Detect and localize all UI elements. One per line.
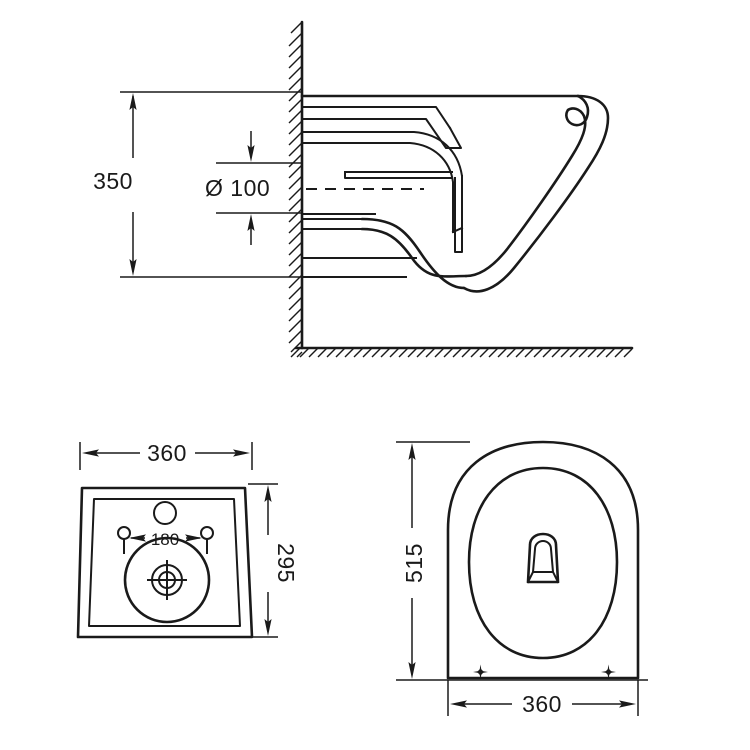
- dimension-label-350: 350: [93, 168, 133, 194]
- seat-bolt-marker-left: [473, 664, 488, 680]
- extension-lines-350: [120, 91, 302, 278]
- dimension-350: 350: [93, 93, 137, 276]
- rear-view: 360 295: [76, 440, 299, 639]
- flush-outlet-opening: [526, 532, 560, 584]
- pan-outer-profile: [300, 94, 610, 293]
- dimension-label-360-top: 360: [522, 691, 562, 717]
- waste-outlet-circle: [123, 536, 211, 624]
- dimension-diameter-100: Ø 100: [205, 131, 270, 245]
- seat-bolt-marker-right: [601, 664, 616, 680]
- wall-hatching: [288, 20, 304, 358]
- pan-trap-passage: [301, 213, 468, 290]
- dimension-label-360-rear: 360: [147, 440, 187, 466]
- pan-rim-detail: [301, 106, 464, 234]
- dimension-label-diameter-100: Ø 100: [205, 175, 270, 201]
- side-section-view: 350 Ø 100: [93, 20, 634, 358]
- bowl-inner-rim: [467, 466, 619, 660]
- fixing-bolt-right: [200, 526, 214, 554]
- dimension-360-rear: 360: [79, 440, 253, 470]
- dimension-label-515: 515: [401, 543, 427, 583]
- pan-interior-shelf: [344, 171, 463, 253]
- rear-outer-outline: [76, 486, 254, 639]
- fixing-bolt-left: [117, 526, 131, 554]
- extension-lines-d100: [216, 162, 302, 214]
- dimension-label-180: 180: [151, 530, 179, 549]
- dimension-515: 515: [396, 441, 648, 681]
- floor-hatching: [290, 346, 634, 358]
- rear-inner-outline: [88, 498, 241, 627]
- dimension-label-295: 295: [273, 543, 299, 583]
- top-view: 515 360: [396, 440, 648, 717]
- water-inlet-hole: [153, 501, 177, 525]
- dimension-180: 180: [129, 530, 202, 549]
- bowl-outer-rim: [446, 440, 640, 680]
- dimension-360-top: 360: [447, 680, 639, 717]
